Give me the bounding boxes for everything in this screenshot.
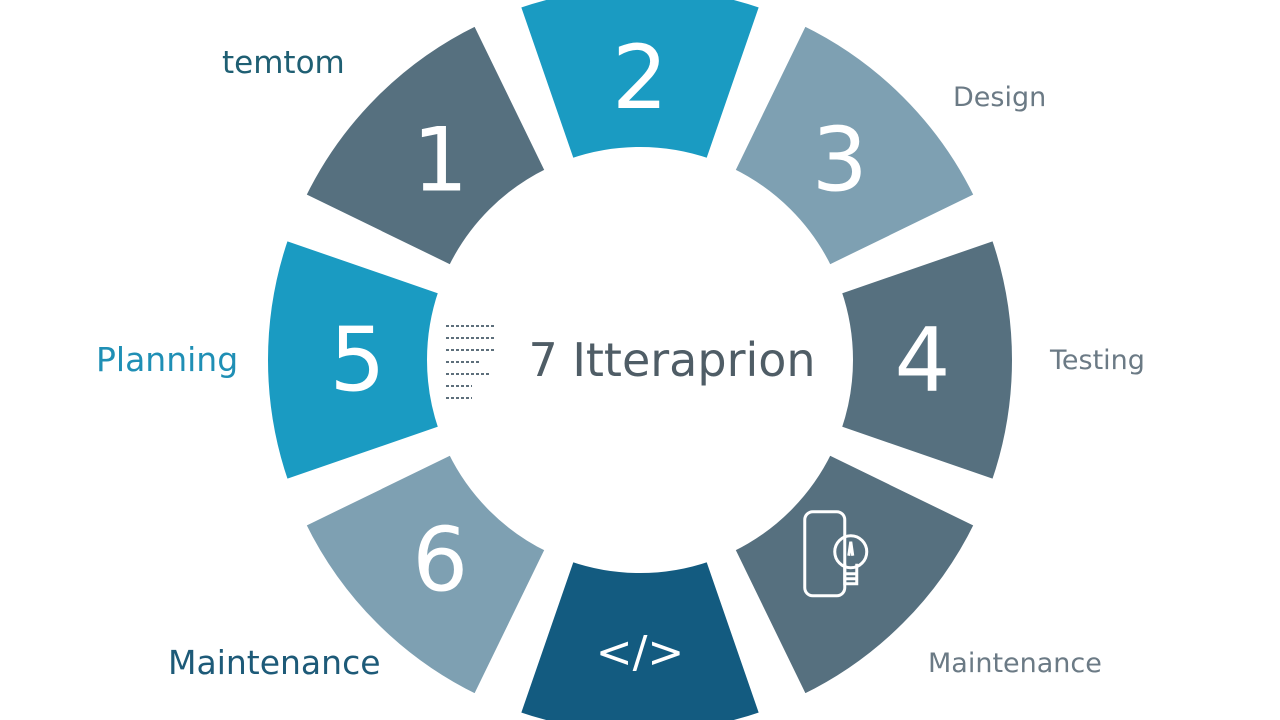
label-top-left: temtom — [222, 45, 345, 81]
segment-1 — [299, 19, 552, 272]
segment-number-3: 3 — [812, 109, 868, 212]
label-maintenance-left: Maintenance — [168, 643, 381, 682]
segment-4 — [835, 234, 1018, 486]
label-testing: Testing — [1050, 345, 1145, 376]
segment-code — [514, 555, 766, 720]
segment-2 — [514, 0, 766, 165]
lightbulb-icon — [803, 510, 869, 598]
segment-6 — [299, 448, 552, 701]
segment-5 — [262, 234, 445, 486]
text-lines-decoration — [446, 325, 496, 399]
segment-number-6: 6 — [412, 508, 468, 611]
center-title: 7 Itteraprion — [528, 333, 815, 387]
segment-number-5: 5 — [330, 309, 386, 412]
label-maintenance-right: Maintenance — [928, 648, 1102, 679]
segment-number-4: 4 — [895, 309, 951, 412]
segment-number-2: 2 — [612, 26, 668, 129]
code-icon: </> — [596, 627, 685, 678]
label-planning: Planning — [96, 340, 239, 379]
segment-3 — [728, 19, 981, 272]
segment-number-1: 1 — [412, 109, 468, 212]
label-design: Design — [953, 82, 1047, 113]
